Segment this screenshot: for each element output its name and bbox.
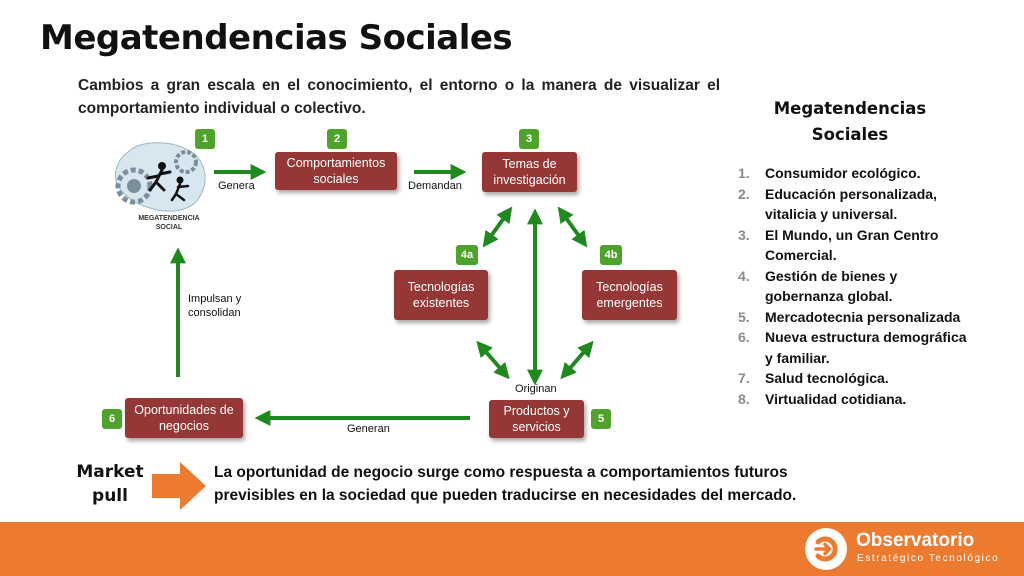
- edge-label-demandan: Demandan: [408, 180, 462, 192]
- list-item: 5.Mercadotecnia personalizada: [738, 308, 961, 325]
- list-item: 3.El Mundo, un Gran Centro Comercial.: [738, 226, 939, 264]
- edge-label-impulsan: Impulsan y consolidan: [188, 293, 242, 319]
- page-title: Megatendencias Sociales: [40, 18, 513, 58]
- market-pull-label: Market pull: [76, 462, 144, 506]
- node-existentes: [394, 270, 488, 320]
- arrow-emergentes-productos: [560, 340, 594, 380]
- list-item: 2.Educación personalizada, vitalicia y u…: [738, 185, 937, 223]
- person-icon: [158, 162, 166, 170]
- megatendencia-illustration: [114, 142, 206, 212]
- node-emergentes: [582, 270, 677, 320]
- trend-list: 1.Consumidor ecológico. 2.Educación pers…: [738, 163, 978, 409]
- node-comportamientos: [275, 152, 397, 190]
- footer-brand: Observatorio: [856, 530, 975, 551]
- badge-5: 5: [597, 413, 605, 425]
- gear-icon: [115, 167, 153, 205]
- badge-4b: 4b: [604, 249, 618, 261]
- side-panel-title: Megatendencias Sociales: [773, 99, 927, 144]
- number-badges: [102, 129, 622, 429]
- node-productos: [489, 400, 584, 438]
- list-item: 6.Nueva estructura demográfica y familia…: [738, 329, 967, 366]
- list-item: 8.Virtualidad cotidiana.: [738, 390, 907, 407]
- list-item: 1.Consumidor ecológico.: [738, 165, 921, 181]
- node-oportunidades: [125, 398, 243, 438]
- list-item: 4.Gestión de bienes y gobernanza global.: [738, 267, 898, 305]
- list-item: 7.Salud tecnológica.: [738, 370, 889, 386]
- badge-2: 2: [333, 133, 341, 145]
- market-pull-text: La oportunidad de negocio surge como res…: [214, 464, 797, 504]
- observatorio-logo-icon: [805, 528, 847, 570]
- megatendencia-label: MEGATENDENCIA SOCIAL: [138, 215, 200, 231]
- arrow-temas-emergentes: [557, 206, 588, 248]
- badge-1: 1: [201, 133, 209, 145]
- node-temas: [482, 152, 577, 192]
- footer-tagline: Estratégico Tecnológico: [857, 553, 1000, 564]
- footer-bar: Observatorio Estratégico Tecnológico: [0, 522, 1024, 576]
- edge-label-genera: Genera: [218, 180, 255, 192]
- page-subtitle: Cambios a gran escala en el conocimiento…: [78, 77, 720, 117]
- badge-3: 3: [525, 133, 533, 145]
- market-pull-arrow-icon: [152, 462, 206, 510]
- arrow-existentes-productos: [476, 340, 510, 380]
- arrow-temas-existentes: [482, 206, 513, 248]
- flow-arrows: [170, 164, 594, 426]
- node-boxes: [125, 152, 677, 438]
- badge-4a: 4a: [460, 249, 474, 261]
- edge-label-originan: Originan: [515, 383, 557, 395]
- edge-label-generan: Generan: [347, 423, 390, 435]
- badge-6: 6: [108, 413, 116, 425]
